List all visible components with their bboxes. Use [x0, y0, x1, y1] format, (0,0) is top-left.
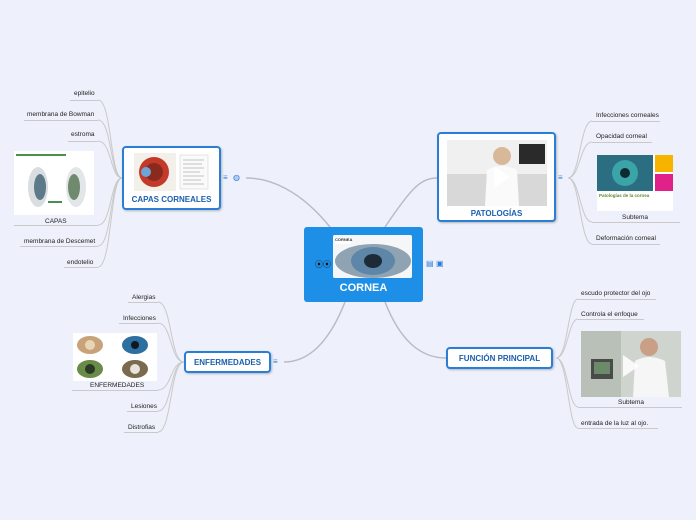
central-topic[interactable]: CORNEA CORNEA — [304, 227, 423, 302]
node-patologias[interactable]: PATOLOGÍAS — [437, 132, 556, 222]
play-icon — [623, 355, 639, 377]
patologias-title: PATOLOGÍAS — [470, 209, 523, 218]
patologias-video-thumbnail[interactable] — [447, 140, 547, 206]
leaf-infecciones-corneales[interactable]: Infecciones corneales — [596, 112, 659, 119]
leaf-entrada-luz[interactable]: entrada de la luz al ojo. — [581, 420, 649, 427]
leaf-estroma[interactable]: estroma — [71, 131, 95, 138]
capas-diagram-image — [134, 153, 209, 191]
leaf-membrana-bowman[interactable]: membrana de Bowman — [27, 111, 95, 118]
funcion-title: FUNCIÓN PRINCIPAL — [458, 354, 541, 363]
node-enfermedades[interactable]: ENFERMEDADES — [184, 351, 271, 373]
leaf-epitelio[interactable]: epitelio — [74, 90, 95, 97]
leaf-controla-enfoque[interactable]: Controla el enfoque — [581, 311, 638, 318]
funcion-video-thumbnail[interactable] — [581, 331, 681, 397]
leaf-opacidad-corneal[interactable]: Opacidad corneal — [596, 133, 647, 140]
leaf-endotelio[interactable]: endotelio — [67, 259, 94, 266]
leaf-membrana-descemet[interactable]: membrana de Descemet — [24, 238, 96, 245]
eyes-icon: ⦿⦿ — [315, 260, 331, 269]
notes-icon[interactable]: ≡ — [558, 173, 563, 182]
leaf-alergias[interactable]: Alergias — [132, 294, 156, 301]
leaf-deformacion-corneal[interactable]: Deformación corneal — [596, 235, 656, 242]
leaf-enfermedades-image[interactable]: ENFERMEDADES — [90, 382, 145, 389]
enfermedades-image — [73, 333, 157, 381]
central-title: CORNEA — [339, 282, 388, 294]
image-icon[interactable]: ▣ — [436, 259, 444, 268]
leaf-distrofias[interactable]: Distrofias — [128, 424, 156, 431]
cornea-image-label: CORNEA — [335, 237, 353, 242]
play-icon — [494, 166, 510, 188]
leaf-subtema-funcion[interactable]: Subtema — [618, 399, 645, 406]
patologias-image-title: Patologías de la cornea — [599, 193, 650, 198]
enfermedades-title: ENFERMEDADES — [193, 358, 262, 367]
notes-icon[interactable]: ≡ — [223, 173, 228, 182]
capas-image — [14, 151, 94, 215]
notes-icon[interactable]: ≡ — [273, 357, 278, 366]
node-funcion-principal[interactable]: FUNCIÓN PRINCIPAL — [446, 347, 553, 369]
patologias-image: Patologías de la cornea — [597, 155, 673, 211]
notes-icon[interactable]: ▤ — [426, 259, 434, 268]
capas-title: CAPAS CORNEALES — [131, 195, 212, 204]
leaf-capas[interactable]: CAPAS — [45, 218, 67, 225]
leaf-escudo-protector[interactable]: escudo protector del ojo — [581, 290, 651, 297]
globe-icon[interactable]: ◍ — [233, 173, 240, 182]
leaf-lesiones[interactable]: Lesiones — [131, 403, 158, 410]
leaf-infecciones[interactable]: Infecciones — [123, 315, 156, 322]
node-capas-corneales[interactable]: CAPAS CORNEALES — [122, 146, 221, 210]
leaf-subtema-patologias[interactable]: Subtema — [622, 214, 649, 221]
cornea-image: CORNEA — [333, 235, 412, 278]
